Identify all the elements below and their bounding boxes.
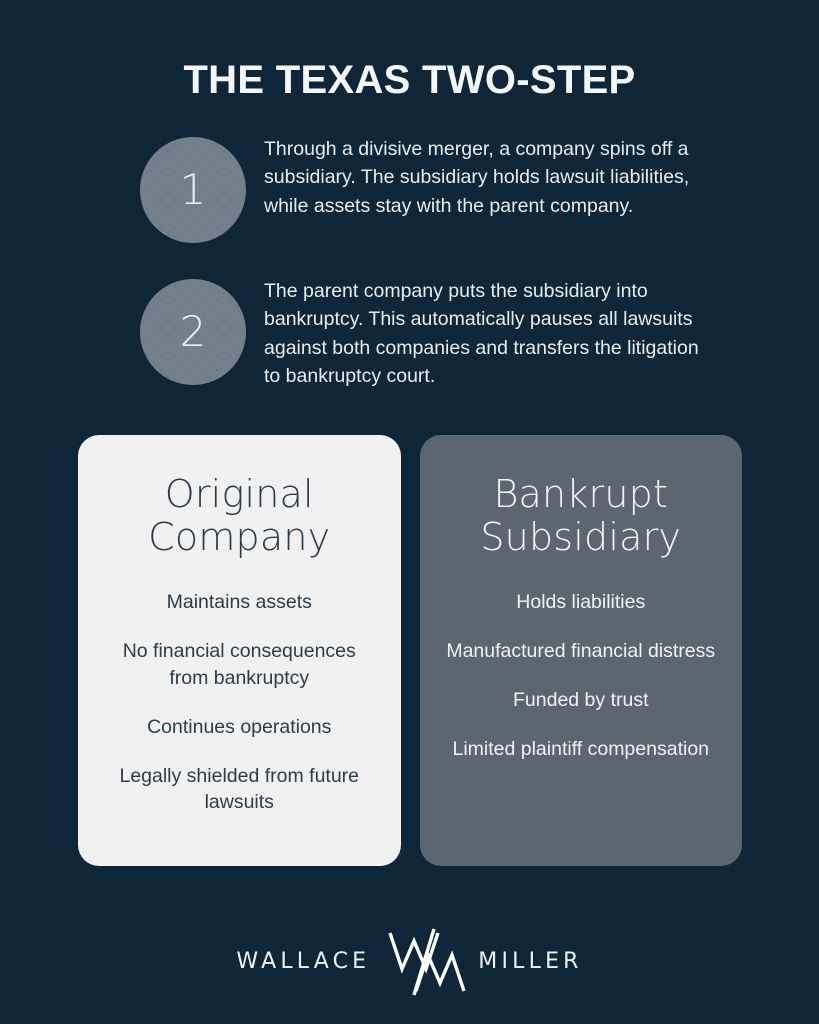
card-item: Funded by trust xyxy=(513,688,649,711)
page-title: THE TEXAS TWO-STEP xyxy=(183,58,636,102)
card-item: Manufactured financial distress xyxy=(446,639,716,662)
card-item: No financial consequences from bankruptc… xyxy=(122,639,356,689)
card-item: Continues operations xyxy=(147,715,332,738)
card-original-company: Original Company Maintains assets No fin… xyxy=(78,435,401,866)
step-description: The parent company puts the subsidiary i… xyxy=(264,280,699,388)
card-item: Maintains assets xyxy=(166,590,312,613)
card-item: Legally shielded from future lawsuits xyxy=(119,764,360,814)
card-title: Original Company xyxy=(148,472,331,559)
card-bankrupt-subsidiary: Bankrupt Subsidiary Holds liabilities Ma… xyxy=(419,435,742,866)
wallace-miller-monogram-icon xyxy=(388,928,466,996)
card-title: Bankrupt Subsidiary xyxy=(480,472,682,559)
step-number-badge: 2 xyxy=(140,279,246,385)
step-number-badge: 1 xyxy=(140,137,246,243)
brand-logo: WALLACE MILLER xyxy=(0,925,819,997)
step-description: Through a divisive merger, a company spi… xyxy=(264,138,690,217)
card-item-list: Maintains assets No financial consequenc… xyxy=(102,589,377,816)
logo-text-miller: MILLER xyxy=(478,948,583,974)
step-item: 2 The parent company puts the subsidiary… xyxy=(140,275,720,391)
card-item: Holds liabilities xyxy=(516,590,646,613)
card-item: Limited plaintiff compensation xyxy=(452,737,710,760)
comparison-cards: Original Company Maintains assets No fin… xyxy=(78,435,742,866)
steps-list: 1 Through a divisive merger, a company s… xyxy=(140,133,720,423)
card-item-list: Holds liabilities Manufactured financial… xyxy=(444,589,719,763)
logo-text-wallace: WALLACE xyxy=(236,948,371,974)
step-item: 1 Through a divisive merger, a company s… xyxy=(140,133,720,243)
